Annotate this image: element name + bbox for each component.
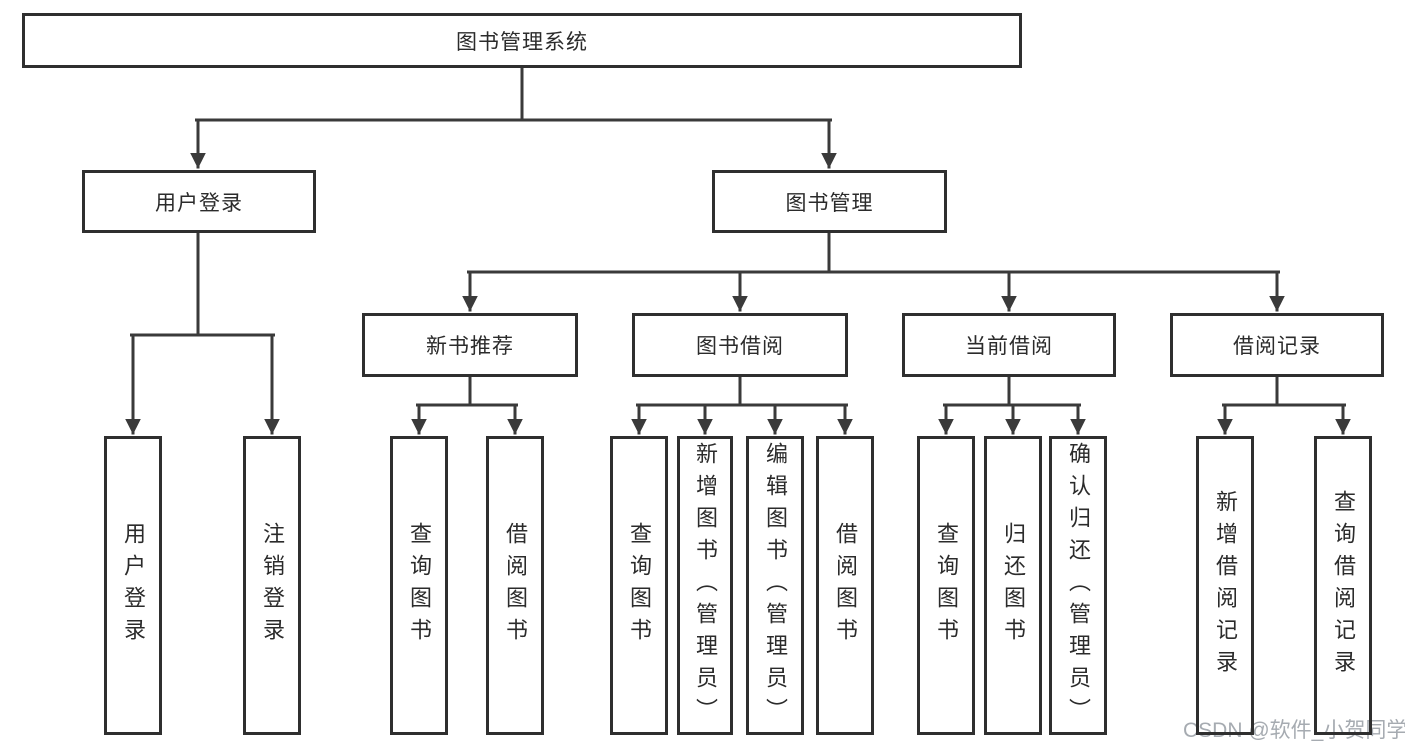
- node-new-book-recommend: 新书推荐: [362, 313, 578, 377]
- node-leaf-query-books-current-label: 查询图书: [934, 521, 959, 650]
- node-leaf-confirm-return-admin: 确认归还（管理员）: [1049, 436, 1107, 735]
- node-leaf-query-borrow-record: 查询借阅记录: [1314, 436, 1372, 735]
- node-leaf-query-books-borrow-label: 查询图书: [627, 521, 652, 650]
- node-leaf-query-books-current: 查询图书: [917, 436, 975, 735]
- node-user-login: 用户登录: [82, 170, 316, 233]
- node-leaf-query-books-recommend: 查询图书: [390, 436, 448, 735]
- node-leaf-user-login: 用户登录: [104, 436, 162, 735]
- node-leaf-return-books: 归还图书: [984, 436, 1042, 735]
- node-leaf-add-borrow-record: 新增借阅记录: [1196, 436, 1254, 735]
- node-current-borrow-label: 当前借阅: [965, 335, 1053, 358]
- node-leaf-query-books-borrow: 查询图书: [610, 436, 668, 735]
- node-borrow-records-label: 借阅记录: [1233, 335, 1321, 358]
- node-leaf-borrow-books-recommend: 借阅图书: [486, 436, 544, 735]
- node-leaf-query-books-recommend-label: 查询图书: [407, 521, 432, 650]
- node-leaf-edit-books-admin: 编辑图书（管理员）: [746, 436, 804, 735]
- node-leaf-add-books-admin-label: 新增图书（管理员）: [693, 441, 718, 730]
- node-borrow-records: 借阅记录: [1170, 313, 1384, 377]
- node-leaf-query-borrow-record-label: 查询借阅记录: [1331, 489, 1356, 682]
- node-leaf-logout: 注销登录: [243, 436, 301, 735]
- node-book-management: 图书管理: [712, 170, 947, 233]
- node-leaf-logout-label: 注销登录: [260, 521, 285, 650]
- node-leaf-confirm-return-admin-label: 确认归还（管理员）: [1066, 441, 1091, 730]
- node-leaf-edit-books-admin-label: 编辑图书（管理员）: [763, 441, 788, 730]
- node-system-root-label: 图书管理系统: [456, 30, 588, 54]
- node-leaf-add-borrow-record-label: 新增借阅记录: [1213, 489, 1238, 682]
- node-system-root: 图书管理系统: [22, 13, 1022, 68]
- node-leaf-user-login-label: 用户登录: [121, 521, 146, 650]
- csdn-watermark: CSDN @软件_小贺同学: [1183, 719, 1405, 742]
- node-book-management-label: 图书管理: [785, 191, 874, 215]
- node-leaf-borrow-books-recommend-label: 借阅图书: [503, 521, 528, 650]
- node-current-borrow: 当前借阅: [902, 313, 1116, 377]
- node-leaf-return-books-label: 归还图书: [1001, 521, 1026, 650]
- node-leaf-borrow-books-label: 借阅图书: [833, 521, 858, 650]
- node-book-borrow-label: 图书借阅: [696, 335, 784, 358]
- node-new-book-recommend-label: 新书推荐: [426, 335, 514, 358]
- node-leaf-borrow-books: 借阅图书: [816, 436, 874, 735]
- node-leaf-add-books-admin: 新增图书（管理员）: [677, 436, 733, 735]
- node-book-borrow: 图书借阅: [632, 313, 848, 377]
- node-user-login-label: 用户登录: [155, 191, 243, 215]
